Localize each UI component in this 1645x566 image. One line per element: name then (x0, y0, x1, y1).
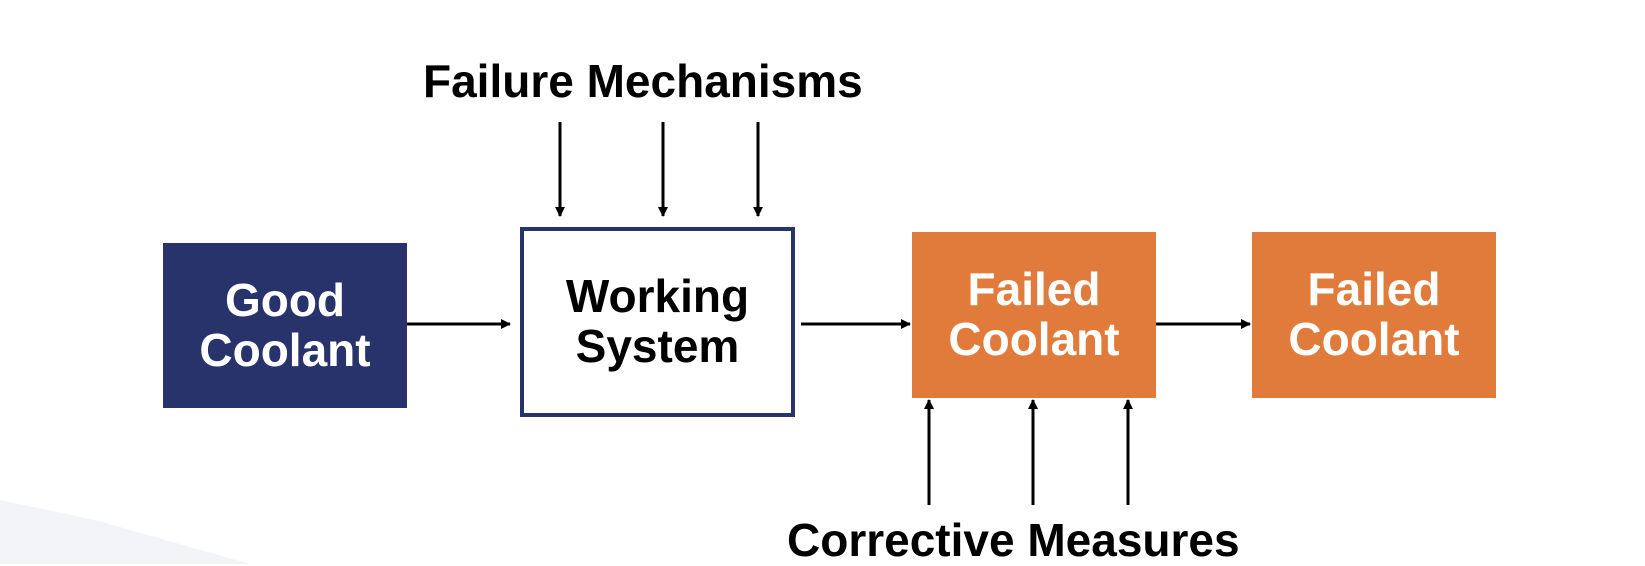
working-system-line1: Working (565, 270, 750, 323)
failed-coolant-node-2: Failed Coolant (1252, 232, 1496, 398)
failed-coolant-node-1: Failed Coolant (912, 232, 1156, 398)
failed-coolant-2-line1: Failed (1307, 263, 1441, 316)
failed-coolant-1-line1: Failed (967, 263, 1101, 316)
working-system-line2: System (575, 320, 740, 372)
failure-mechanisms-label: Failure Mechanisms (423, 55, 863, 107)
working-system-node: Working System (520, 227, 795, 417)
failed-coolant-1-line2: Coolant (948, 313, 1120, 365)
failed-coolant-2-line2: Coolant (1288, 313, 1460, 365)
corrective-measures-label: Corrective Measures (787, 514, 1240, 566)
good-coolant-line1: Good (224, 273, 346, 326)
good-coolant-node: Good Coolant (163, 243, 407, 408)
good-coolant-line2: Coolant (199, 323, 371, 376)
